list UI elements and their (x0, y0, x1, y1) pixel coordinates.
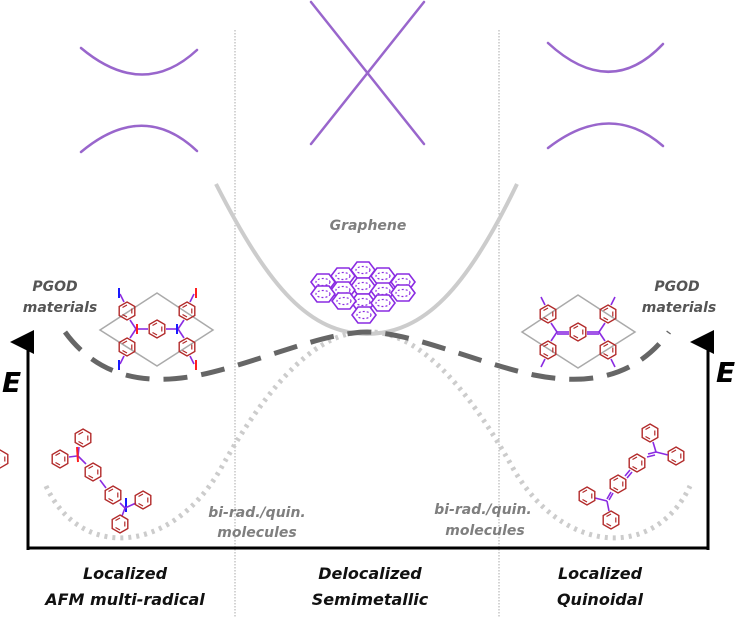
region-label-center-line2: Semimetallic (312, 590, 429, 609)
region-label-left-line1: Localized (83, 564, 168, 583)
energy-axis-box (26, 340, 710, 550)
dirac-cone-line-2 (309, 0, 426, 146)
region-label-right-line2: Quinoidal (557, 590, 644, 609)
band-structure-center (309, 0, 426, 146)
energy-axis-label-left: E (2, 366, 21, 399)
molecules-label-right-line1: bi-rad./quin. (434, 502, 532, 518)
pgod-label-left-line1: PGOD (32, 279, 77, 295)
valence-band-right (546, 122, 665, 150)
valence-band-left (79, 124, 199, 154)
conduction-band-right (546, 41, 665, 73)
pgod-label-right-line2: materials (642, 300, 717, 316)
molecule-energy-curve (43, 329, 693, 541)
biradical-molecule-icon (0, 428, 152, 534)
energy-axis-label-right: E (716, 356, 735, 389)
pgod-energy-curve (62, 329, 672, 382)
conduction-band-left (79, 46, 199, 76)
region-label-left-line2: AFM multi-radical (43, 590, 205, 609)
graphene-sheet-icon (310, 261, 416, 324)
molecules-label-left-line2: molecules (217, 525, 296, 541)
molecules-label-right-line2: molecules (445, 523, 524, 539)
region-label-right-line1: Localized (558, 564, 643, 583)
band-structure-left (79, 46, 199, 154)
region-label-center-line1: Delocalized (318, 564, 422, 583)
pgod-afm-structure-icon (98, 288, 215, 370)
pgod-label-right-line1: PGOD (654, 279, 699, 295)
band-structure-right (546, 41, 665, 150)
pgod-label-left-line2: materials (23, 300, 98, 316)
molecules-label-left-line1: bi-rad./quin. (208, 505, 306, 521)
graphene-label: Graphene (330, 218, 407, 234)
quinoidal-molecule-icon (578, 423, 685, 530)
pgod-quinoidal-structure-icon (520, 294, 637, 369)
